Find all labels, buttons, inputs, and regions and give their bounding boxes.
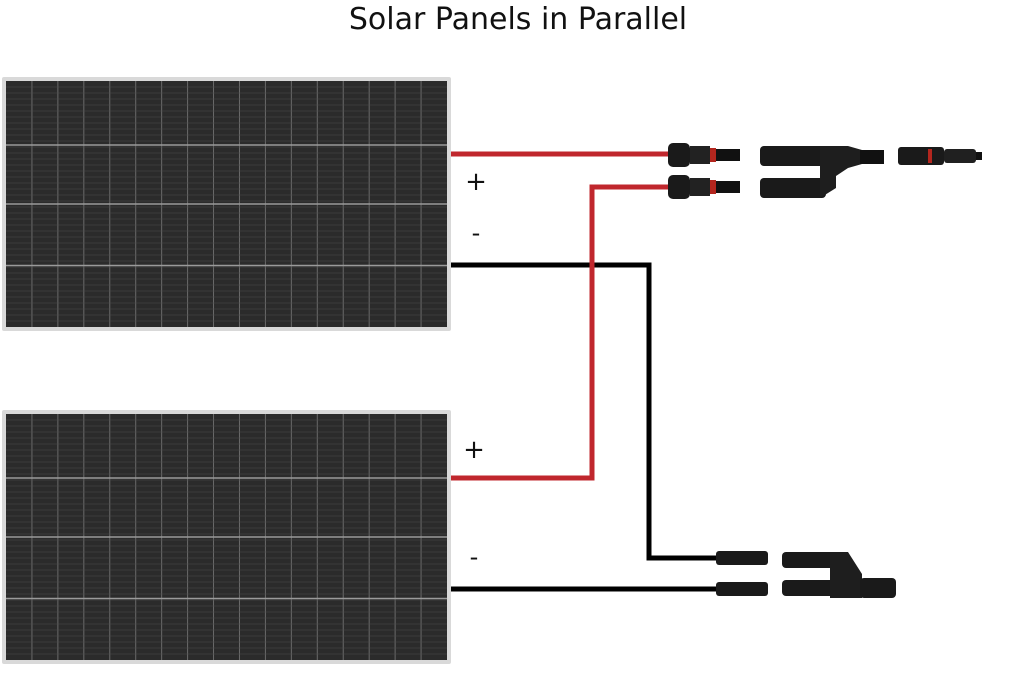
solar-panel-bottom <box>2 410 451 664</box>
mc4-connector-bottom-1 <box>716 551 768 565</box>
y-branch-connector-negative <box>782 552 896 598</box>
diagram-title: Solar Panels in Parallel <box>348 2 688 37</box>
mc4-connector-single-top <box>898 147 982 165</box>
mc4-connector-top-2 <box>668 175 740 199</box>
y-branch-connector-positive <box>760 146 884 198</box>
negative-wire-top <box>451 262 720 561</box>
mc4-connector-bottom-2 <box>716 582 768 596</box>
positive-wire-bottom <box>451 184 670 481</box>
panel-cells <box>6 414 447 660</box>
mc4-connector-top-1 <box>668 143 740 167</box>
positive-label-top: + <box>465 167 487 197</box>
panel-cells <box>6 81 447 327</box>
negative-label-top: - <box>472 219 481 247</box>
positive-label-bottom: + <box>463 435 485 465</box>
solar-panel-top <box>2 77 451 331</box>
negative-label-bottom: - <box>470 543 479 571</box>
